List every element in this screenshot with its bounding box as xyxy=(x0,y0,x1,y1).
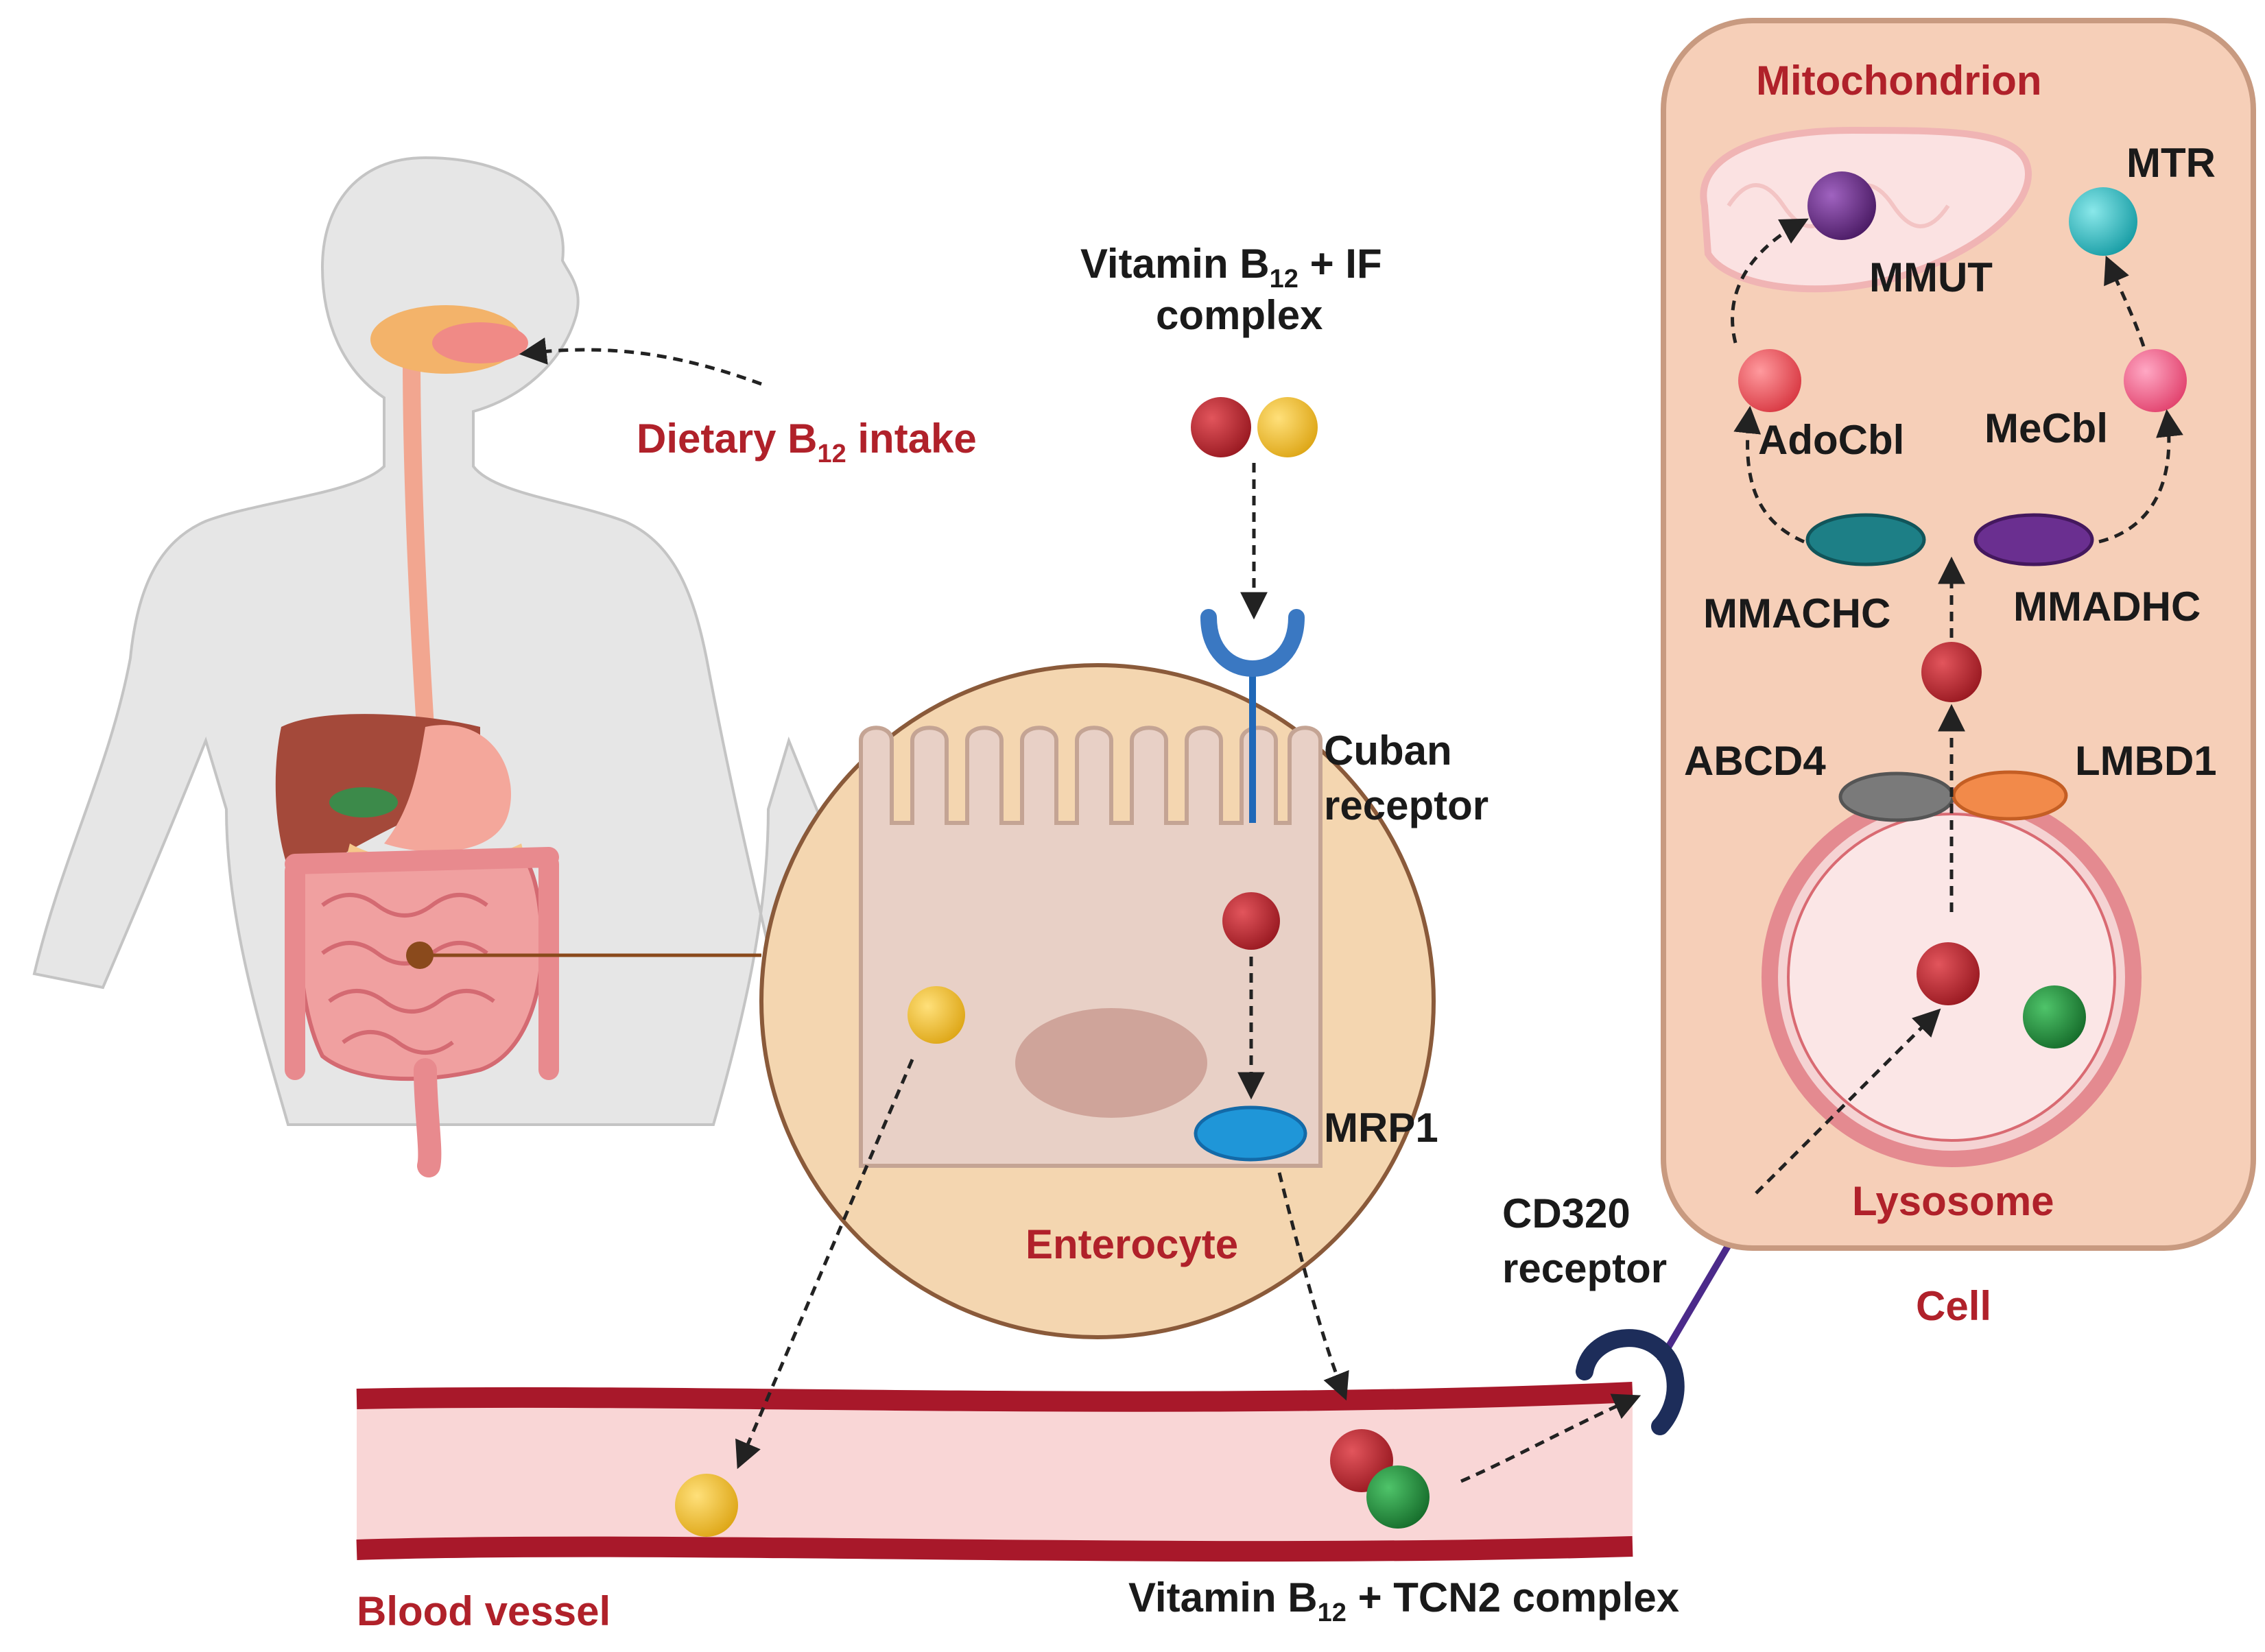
zoom-origin-dot xyxy=(406,942,434,969)
mmachc-label: MMACHC xyxy=(1703,590,1890,636)
lmbd1-transporter xyxy=(1952,770,2068,821)
dietary-intake-arrow xyxy=(519,337,762,386)
human-body-illustration xyxy=(32,156,894,1177)
nucleus xyxy=(1015,1008,1207,1118)
vessel-lumen xyxy=(357,1392,1633,1552)
mouth-cavity xyxy=(432,322,528,363)
enterocyte-label: Enterocyte xyxy=(1025,1221,1238,1267)
mitochondrion-label: Mitochondrion xyxy=(1756,58,2042,104)
mecbl-label: MeCbl xyxy=(1984,405,2108,451)
mmadhc-protein xyxy=(1973,513,2094,566)
dietary-intake-label: Dietary B12 intake xyxy=(637,416,977,468)
b12-molecule xyxy=(1222,892,1280,950)
abcd4-transporter xyxy=(1838,771,1955,822)
to-adocbl-arrow xyxy=(1733,405,1805,544)
mmut-label: MMUT xyxy=(1869,254,1993,300)
if-to-vessel-arrow xyxy=(735,1059,914,1470)
cubam-receptor-icon xyxy=(1200,609,1305,677)
vessel-tcn2 xyxy=(1366,1465,1430,1529)
if-complex-label-line1: Vitamin B12 + IF xyxy=(1080,241,1382,294)
cd320-receptor-icon xyxy=(1576,1329,1685,1435)
mtr-label: MTR xyxy=(2126,140,2216,186)
cell-compartment: Mitochondrion MMUT MTR AdoCbl MeCbl MMAC… xyxy=(1661,18,2256,1251)
rectum xyxy=(414,1058,442,1177)
adocbl-label: AdoCbl xyxy=(1758,417,1904,463)
mmadhc-label: MMADHC xyxy=(2013,584,2201,630)
cell-label: Cell xyxy=(1916,1283,1991,1329)
colon xyxy=(285,847,559,1080)
cuban-receptor-label-line1: Cuban xyxy=(1324,728,1452,774)
mrp1-to-vessel-arrow xyxy=(1277,1172,1349,1401)
adocbl-molecule xyxy=(1738,349,1801,412)
lysosomal-b12 xyxy=(1917,942,1980,1005)
cd320-label-line1: CD320 xyxy=(1502,1190,1630,1236)
adocbl-to-mmut-arrow xyxy=(1731,218,1809,344)
to-mecbl-arrow xyxy=(2098,409,2183,544)
mrp1-label: MRP1 xyxy=(1324,1105,1438,1151)
mmut-enzyme xyxy=(1807,171,1876,240)
mecbl-molecule xyxy=(2124,349,2187,412)
mtr-enzyme xyxy=(2069,187,2137,256)
mmachc-protein xyxy=(1805,513,1926,566)
endocytosis-arrow xyxy=(1755,1008,1941,1195)
enterocyte-zoom: Enterocyte xyxy=(759,609,1436,1339)
vessel-lower-wall xyxy=(356,1536,1633,1562)
abcd4-label: ABCD4 xyxy=(1684,738,1826,784)
esophagus xyxy=(403,348,434,736)
tcn2-complex-label: Vitamin B12 + TCN2 complex xyxy=(1128,1575,1679,1627)
blood-vessel xyxy=(356,1382,1633,1562)
stomach xyxy=(384,725,511,852)
vessel-upper-wall xyxy=(356,1382,1633,1412)
if-complex-label-line2: complex xyxy=(1156,292,1323,338)
cd320-stalk xyxy=(1657,1225,1742,1363)
lmbd1-label: LMBD1 xyxy=(2075,738,2217,784)
intrinsic-factor-molecule xyxy=(908,986,965,1044)
body-silhouette xyxy=(32,156,894,1126)
blood-vessel-label: Blood vessel xyxy=(357,1588,610,1634)
cd320-label-line2: receptor xyxy=(1502,1245,1667,1291)
gallbladder xyxy=(329,787,398,817)
vessel-intrinsic-factor xyxy=(675,1474,738,1537)
intestinal-folds xyxy=(321,893,495,1055)
tcn2-to-cd320-arrow xyxy=(1460,1393,1641,1483)
cytosolic-b12 xyxy=(1921,642,1982,702)
lysosomal-tcn2 xyxy=(2023,985,2086,1049)
if-complex-intrinsic-factor xyxy=(1257,397,1318,457)
mrp1-transporter xyxy=(1194,1105,1307,1162)
cuban-receptor-label-line2: receptor xyxy=(1324,782,1489,828)
lysosome-label: Lysosome xyxy=(1852,1178,2054,1224)
if-complex-b12 xyxy=(1191,397,1251,457)
